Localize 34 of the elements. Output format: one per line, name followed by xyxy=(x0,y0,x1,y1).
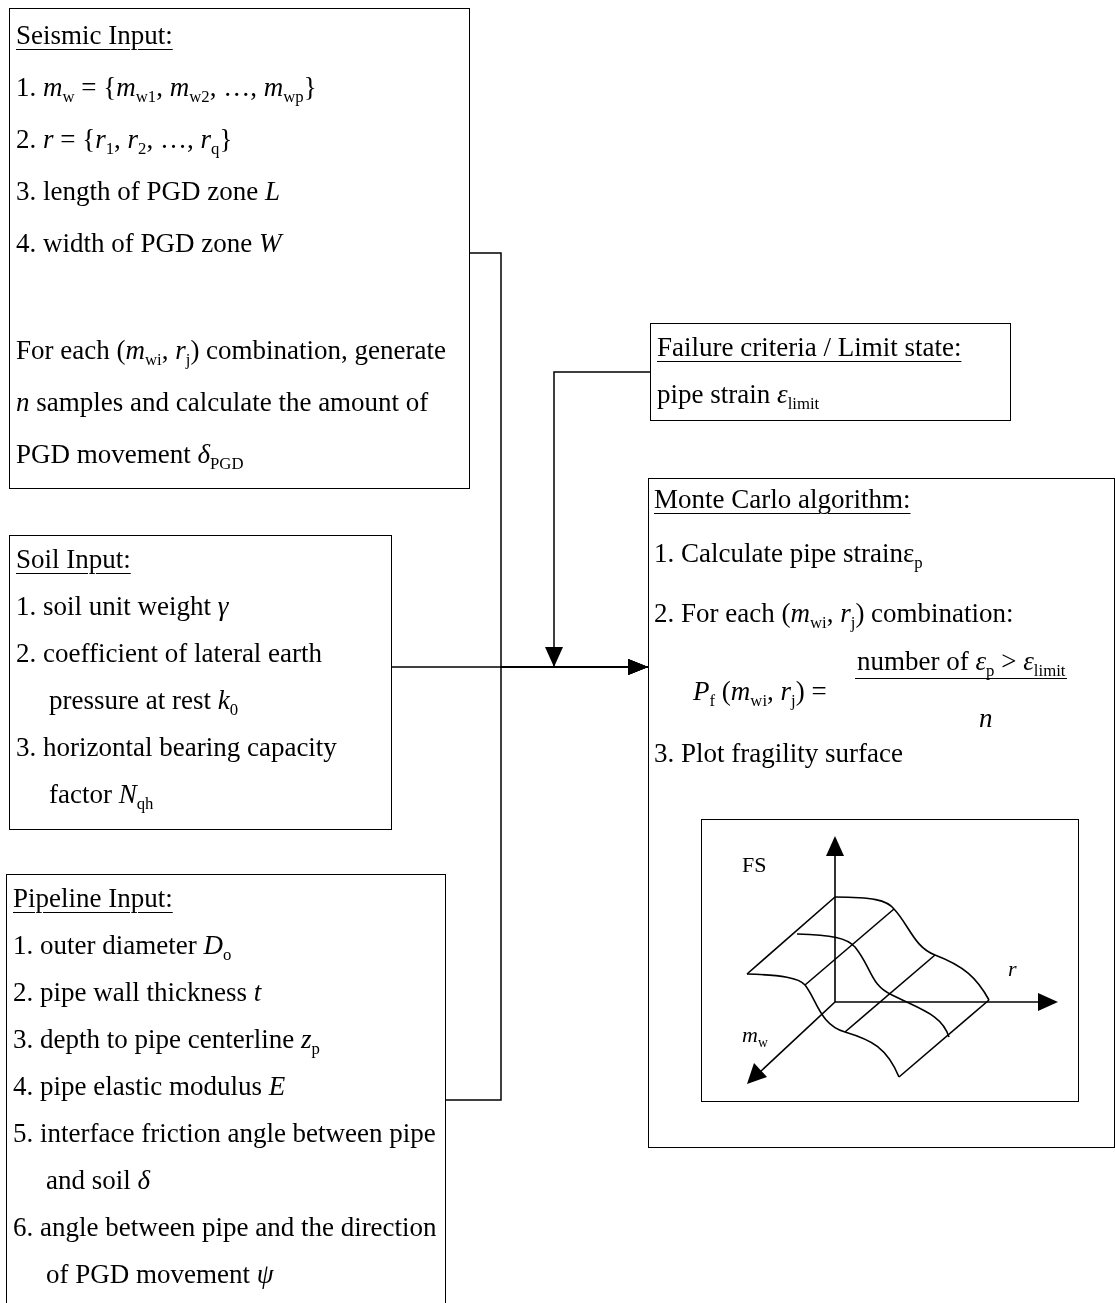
list-item: 1. m$_{w}$ = {m$_{w1}$, m$_{w2}$, …, m$_{wp}$} xyxy=(16,71,318,108)
text-box xyxy=(9,535,392,830)
chart-frame xyxy=(701,819,1079,1102)
axis-label: m$_{w}$ xyxy=(742,1021,768,1050)
list-item: 4. pipe elastic modulus E xyxy=(13,1070,287,1103)
heading: Pipeline Input: xyxy=(13,882,174,915)
list-item: 3. horizontal bearing capacity factor N$_{qh}$ xyxy=(16,731,338,815)
heading: Seismic Input: xyxy=(16,19,174,52)
text-box xyxy=(9,8,470,489)
formula-text: n xyxy=(979,703,993,733)
heading: Failure criteria / Limit state: xyxy=(657,331,963,364)
list-item: 2. For each (m$_{wi}$, r$_{j}$) combination: xyxy=(654,597,1014,634)
list-item: 3. Plot fragility surface xyxy=(654,737,903,770)
axis-label: FS xyxy=(742,851,767,879)
list-item: 2. coefficient of lateral earth pressure at rest k$_{0}$ xyxy=(16,637,324,721)
heading: Monte Carlo algorithm: xyxy=(654,483,911,516)
list-item: 1. outer diameter D$_{o}$ xyxy=(13,929,233,966)
list-item: 3. length of PGD zone L xyxy=(16,175,281,208)
heading: Soil Input: xyxy=(16,543,132,576)
text-box xyxy=(6,874,446,1303)
list-item: pipe strain ε$_{limit}$ xyxy=(657,378,821,415)
text-box xyxy=(648,478,1115,1148)
list-item: 1. soil unit weight γ xyxy=(16,590,230,623)
description-text: For each (m$_{wi}$, r$_{j}$) combination, generate n samples and calculate the amount of PGD movement δ$_{PGD}$ xyxy=(16,334,448,475)
list-item: 3. depth to pipe centerline z$_{p}$ xyxy=(13,1023,321,1060)
axis-label: r xyxy=(1008,955,1017,983)
list-item: 5. interface friction angle between pipe and soil δ xyxy=(13,1117,437,1197)
list-item: 2. r = {r$_{1}$, r$_{2}$, …, r$_{q}$} xyxy=(16,123,234,160)
list-item: 1. Calculate pipe strainε$_{p}$ xyxy=(654,537,923,574)
text-box xyxy=(650,323,1011,421)
list-item: 2. pipe wall thickness t xyxy=(13,976,263,1009)
fraction-numerator: number of ε$_{p}$ > ε$_{limit}$ xyxy=(855,646,1068,679)
list-item: 6. angle between pipe and the direction of PGD movement ψ xyxy=(13,1211,438,1291)
list-item: 4. width of PGD zone W xyxy=(16,227,285,260)
